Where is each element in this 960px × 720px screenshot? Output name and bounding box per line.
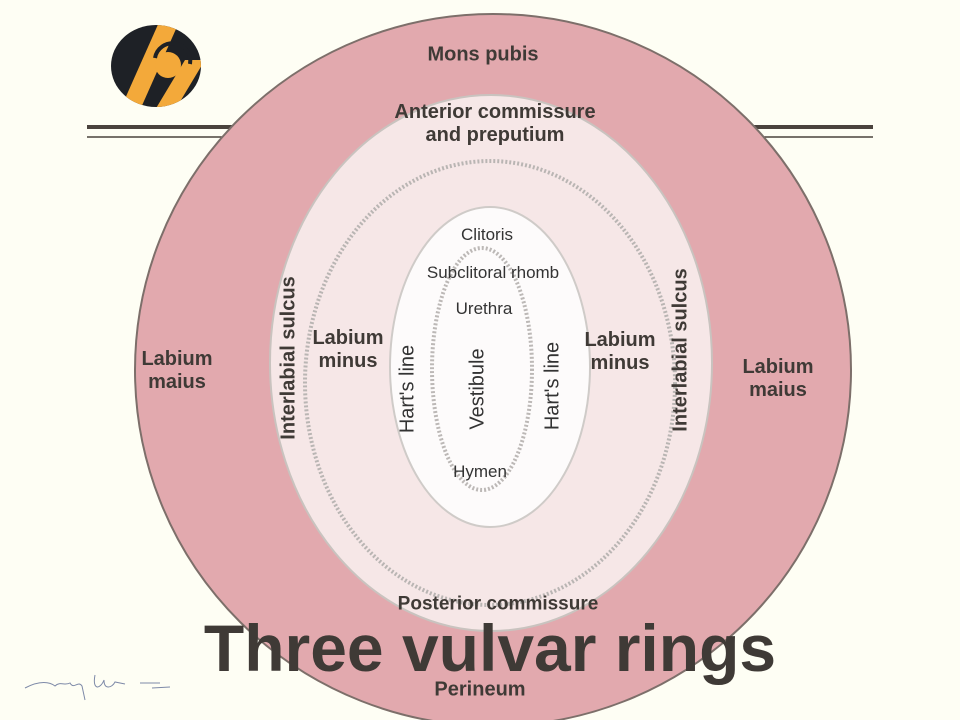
label-urethra: Urethra (455, 299, 513, 319)
label-labium-minus-left-line2: minus (318, 350, 378, 372)
label-labium-maius-right-line1: Labium (742, 356, 814, 378)
label-anterior-commissure: Anterior commissure and preputium (394, 101, 595, 147)
label-labium-minus-right: Labium minus (584, 329, 655, 375)
signature (24, 674, 171, 701)
logo (111, 25, 201, 107)
label-hymen: Hymen (453, 462, 507, 482)
inner-ring-vestibule (389, 206, 591, 528)
label-mons-pubis: Mons pubis (427, 43, 539, 66)
label-interlabial-sulcus-right: Interlabial sulcus (669, 268, 692, 432)
label-labium-minus-left: Labium minus (312, 327, 383, 373)
label-labium-maius-right: Labium maius (742, 356, 813, 402)
label-posterior-commissure: Posterior commissure (397, 593, 599, 615)
label-labium-minus-right-line2: minus (590, 352, 650, 374)
label-labium-maius-right-line2: maius (749, 379, 807, 401)
label-interlabial-sulcus-left: Interlabial sulcus (277, 276, 300, 440)
label-labium-minus-right-line1: Labium (584, 329, 656, 351)
label-labium-maius-left-line1: Labium (141, 348, 213, 370)
label-harts-line-right: Hart's line (541, 341, 564, 431)
label-anterior-commissure-line2: and preputium (425, 124, 565, 146)
label-harts-line-left: Hart's line (396, 344, 419, 434)
label-anterior-commissure-line1: Anterior commissure (394, 101, 596, 123)
label-labium-maius-left: Labium maius (141, 348, 212, 394)
slide-title: Three vulvar rings (203, 611, 777, 685)
interlabial-dashed-line (303, 159, 677, 607)
label-clitoris: Clitoris (461, 225, 513, 245)
label-labium-minus-left-line1: Labium (312, 327, 384, 349)
label-subclitoral-rhomb: Subclitoral rhomb (426, 263, 560, 283)
label-labium-maius-left-line2: maius (148, 371, 206, 393)
label-perineum: Perineum (434, 678, 526, 701)
harts-line-dashed (430, 246, 534, 492)
label-vestibule: Vestibule (466, 348, 489, 430)
